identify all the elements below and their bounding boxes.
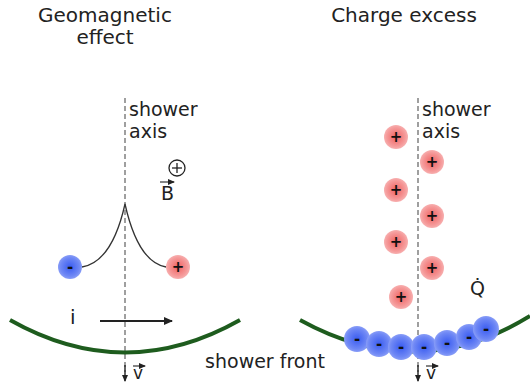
b-field-symbol bbox=[169, 160, 185, 176]
charge-sign: + bbox=[390, 183, 403, 198]
charge-particle: + bbox=[384, 178, 408, 202]
axis-label: shower axis bbox=[129, 98, 199, 142]
velocity-label: v bbox=[133, 362, 143, 383]
charge-sign: - bbox=[398, 340, 404, 355]
deflection-curve bbox=[82, 204, 166, 267]
charge-sign: - bbox=[67, 260, 73, 275]
charge-sign: - bbox=[444, 336, 450, 351]
charge-sign: - bbox=[421, 340, 427, 355]
charge-sign: - bbox=[354, 332, 360, 347]
charge-sign: - bbox=[376, 337, 382, 352]
charge-sign: - bbox=[483, 322, 489, 337]
charge-sign: + bbox=[390, 130, 403, 145]
axis-label: shower axis bbox=[422, 98, 492, 142]
charge-particle: + bbox=[420, 150, 444, 174]
shower-axis-line bbox=[124, 98, 126, 372]
charge-particle: + bbox=[166, 255, 190, 279]
velocity-arrow bbox=[124, 365, 125, 381]
charge-particle: - bbox=[473, 316, 499, 342]
current-arrow bbox=[100, 320, 172, 322]
charge-particle: - bbox=[411, 334, 437, 360]
charge-particle: + bbox=[420, 204, 444, 228]
charge-particle: - bbox=[58, 255, 82, 279]
shower-axis-line bbox=[417, 98, 419, 372]
charge-particle: + bbox=[384, 125, 408, 149]
charge-particle: + bbox=[420, 256, 444, 280]
charge-sign: + bbox=[172, 260, 185, 275]
charge-particle: + bbox=[389, 285, 413, 309]
shower-front bbox=[10, 320, 240, 353]
charge-particle: + bbox=[384, 230, 408, 254]
velocity-label: v bbox=[426, 362, 436, 383]
charge-sign: + bbox=[426, 155, 439, 170]
front-label: shower front bbox=[202, 350, 328, 372]
panel-title: Charge excess bbox=[331, 4, 477, 26]
charge-sign: + bbox=[426, 261, 439, 276]
charge-sign: + bbox=[395, 290, 408, 305]
charge-sign: - bbox=[466, 330, 472, 345]
charge-rate-label: Q̇ bbox=[470, 277, 485, 299]
field-label: B bbox=[161, 182, 174, 204]
charge-sign: + bbox=[426, 209, 439, 224]
velocity-arrow bbox=[417, 365, 418, 381]
charge-sign: + bbox=[390, 235, 403, 250]
current-label: i bbox=[70, 306, 76, 328]
panel-title: Geomagnetic effect bbox=[30, 4, 180, 48]
